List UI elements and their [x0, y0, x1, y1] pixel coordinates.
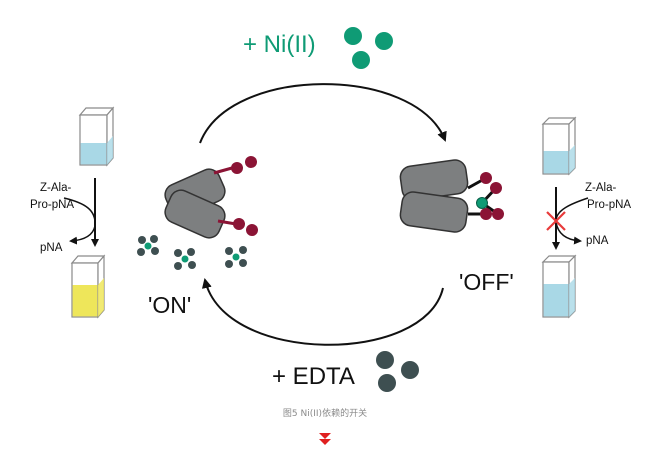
figure-caption: 图5 Ni(II)依赖的开关 [282, 409, 368, 419]
cuvette-right-product [541, 254, 577, 319]
double-chevron-down-icon[interactable] [317, 431, 333, 447]
edta-complex [174, 248, 196, 270]
reverse-cycle-arrow [201, 278, 444, 346]
cuvette-left-substrate [78, 106, 115, 167]
forward-cycle-arrow [199, 83, 447, 144]
inactive-protein-dimer [399, 159, 504, 233]
right-substrate-line-2: Pro-pNA [587, 199, 631, 211]
left-product-curve [69, 225, 96, 245]
state-off-label: 'OFF' [459, 269, 514, 295]
left-product-label: pNA [40, 242, 63, 254]
inhibition-x-icon [546, 211, 566, 231]
right-product-curve [555, 221, 582, 245]
right-substrate-curve [555, 197, 589, 221]
edta-cluster [376, 351, 419, 392]
nickel-ion-cluster [344, 27, 393, 69]
state-on-label: 'ON' [148, 292, 191, 318]
right-substrate-line-1: Z-Ala- [585, 182, 616, 194]
edta-complex [137, 235, 159, 256]
cuvette-left-product [70, 254, 106, 319]
right-product-label: pNA [586, 235, 609, 247]
add-nickel-label: + Ni(II) [243, 31, 316, 58]
cuvette-right-substrate [541, 116, 577, 176]
nickel-switch-diagram: + Ni(II) + EDTA [30, 27, 631, 392]
left-substrate-line-2: Pro-pNA [30, 199, 74, 211]
left-substrate-line-1: Z-Ala- [40, 182, 71, 194]
left-substrate-curve [63, 197, 96, 226]
active-protein-dimer [164, 156, 258, 239]
add-edta-label: + EDTA [272, 363, 355, 390]
edta-complex [225, 246, 247, 268]
